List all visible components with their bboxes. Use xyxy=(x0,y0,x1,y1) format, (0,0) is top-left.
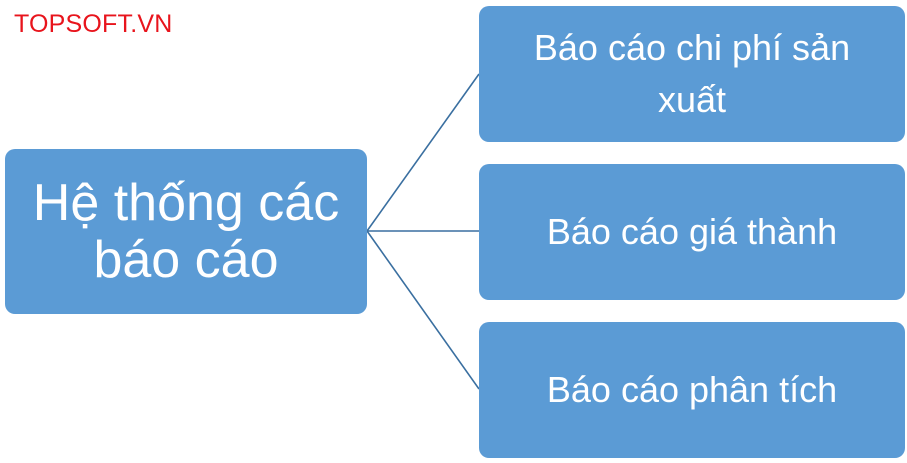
child-node-label: Báo cáo phân tích xyxy=(546,368,838,410)
child-node-label: Báo cáo chi phí sản xuất xyxy=(533,26,851,120)
root-node: Hệ thống các báo cáo xyxy=(5,149,367,314)
child-node-gia-thanh: Báo cáo giá thành xyxy=(479,164,905,300)
child-node-label: Báo cáo giá thành xyxy=(546,210,838,252)
root-node-label: Hệ thống các báo cáo xyxy=(32,174,340,289)
brand-watermark: TOPSOFT.VN xyxy=(14,10,173,38)
connector-to-phan-tich xyxy=(366,230,480,390)
child-node-chi-phi-san-xuat: Báo cáo chi phí sản xuất xyxy=(479,6,905,142)
connector-to-chi-phi xyxy=(366,73,480,232)
child-node-phan-tich: Báo cáo phân tích xyxy=(479,322,905,458)
